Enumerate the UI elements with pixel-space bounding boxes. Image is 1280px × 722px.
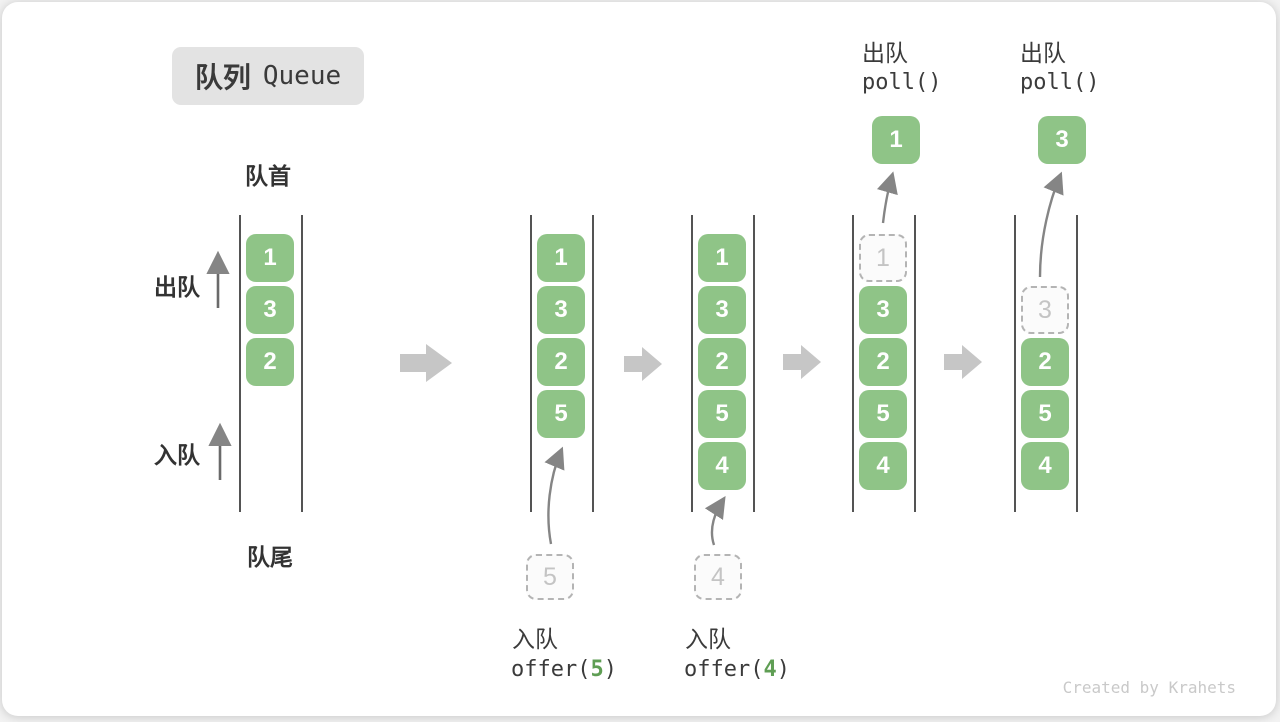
enqueue5-arrow	[544, 446, 565, 545]
queue-item: 3	[246, 286, 294, 334]
queue-item: 4	[1021, 442, 1069, 490]
queue2-right-wall	[592, 215, 594, 512]
code-arg: 4	[763, 657, 777, 682]
enqueue-side-label: 入队	[154, 442, 200, 468]
dequeue-side-label: 出队	[154, 274, 200, 300]
state-flow-arrow-4	[944, 345, 982, 379]
queue1-right-wall	[301, 215, 303, 512]
queue-item: 1	[537, 234, 585, 282]
queue-item: 4	[859, 442, 907, 490]
queue3-right-wall	[753, 215, 755, 512]
enqueue4-label: 入队	[685, 626, 731, 652]
credit-text: Created by Krahets	[1062, 678, 1236, 697]
enqueue5-label: 入队	[512, 626, 558, 652]
title-en: Queue	[262, 61, 342, 91]
state-flow-arrow-2	[624, 347, 662, 381]
queue-item: 5	[698, 390, 746, 438]
queue-item: 5	[1021, 390, 1069, 438]
popped-item: 1	[872, 116, 920, 164]
state-flow-arrow-3	[783, 345, 821, 379]
queue4-right-wall	[914, 215, 916, 512]
queue4-left-wall	[852, 215, 854, 512]
queue-item: 1	[246, 234, 294, 282]
code-text: offer(	[684, 657, 764, 682]
queue1-left-wall	[239, 215, 241, 512]
code-text: offer(	[511, 657, 591, 682]
queue5-left-wall	[1014, 215, 1016, 512]
dequeue1-arrow	[877, 171, 898, 224]
queue2-left-wall	[530, 215, 532, 512]
queue-item: 5	[537, 390, 585, 438]
enqueue5-code: offer(5)	[511, 657, 617, 682]
queue-item: 1	[698, 234, 746, 282]
removed-item-ghost: 3	[1021, 286, 1069, 334]
removed-item-ghost: 1	[859, 234, 907, 282]
code-arg: 5	[590, 657, 604, 682]
dequeue3-label: 出队	[1020, 40, 1066, 66]
dequeue3-code: poll()	[1020, 70, 1100, 95]
incoming-item-ghost: 4	[694, 554, 742, 600]
queue5-right-wall	[1076, 215, 1078, 512]
dequeue1-code: poll()	[862, 70, 942, 95]
enqueue4-arrow	[704, 495, 726, 546]
queue3-left-wall	[691, 215, 693, 512]
incoming-item-ghost: 5	[526, 554, 574, 600]
queue-rear-label: 队尾	[247, 544, 293, 570]
dequeue3-arrow	[1038, 171, 1064, 278]
queue-item: 2	[246, 338, 294, 386]
title-zh: 队列	[194, 62, 251, 93]
queue-item: 3	[537, 286, 585, 334]
code-text: )	[776, 657, 790, 682]
queue-item: 2	[859, 338, 907, 386]
queue-front-label: 队首	[245, 163, 291, 189]
popped-item: 3	[1038, 116, 1086, 164]
code-text: )	[603, 657, 617, 682]
queue-item: 5	[859, 390, 907, 438]
queue-item: 4	[698, 442, 746, 490]
enqueue4-code: offer(4)	[684, 657, 790, 682]
title-badge: 队列 Queue	[172, 47, 364, 105]
queue-item: 2	[537, 338, 585, 386]
queue-item: 3	[698, 286, 746, 334]
dequeue1-label: 出队	[862, 40, 908, 66]
state-flow-arrow-1	[400, 344, 452, 382]
queue-item: 2	[698, 338, 746, 386]
queue-item: 2	[1021, 338, 1069, 386]
queue-item: 3	[859, 286, 907, 334]
